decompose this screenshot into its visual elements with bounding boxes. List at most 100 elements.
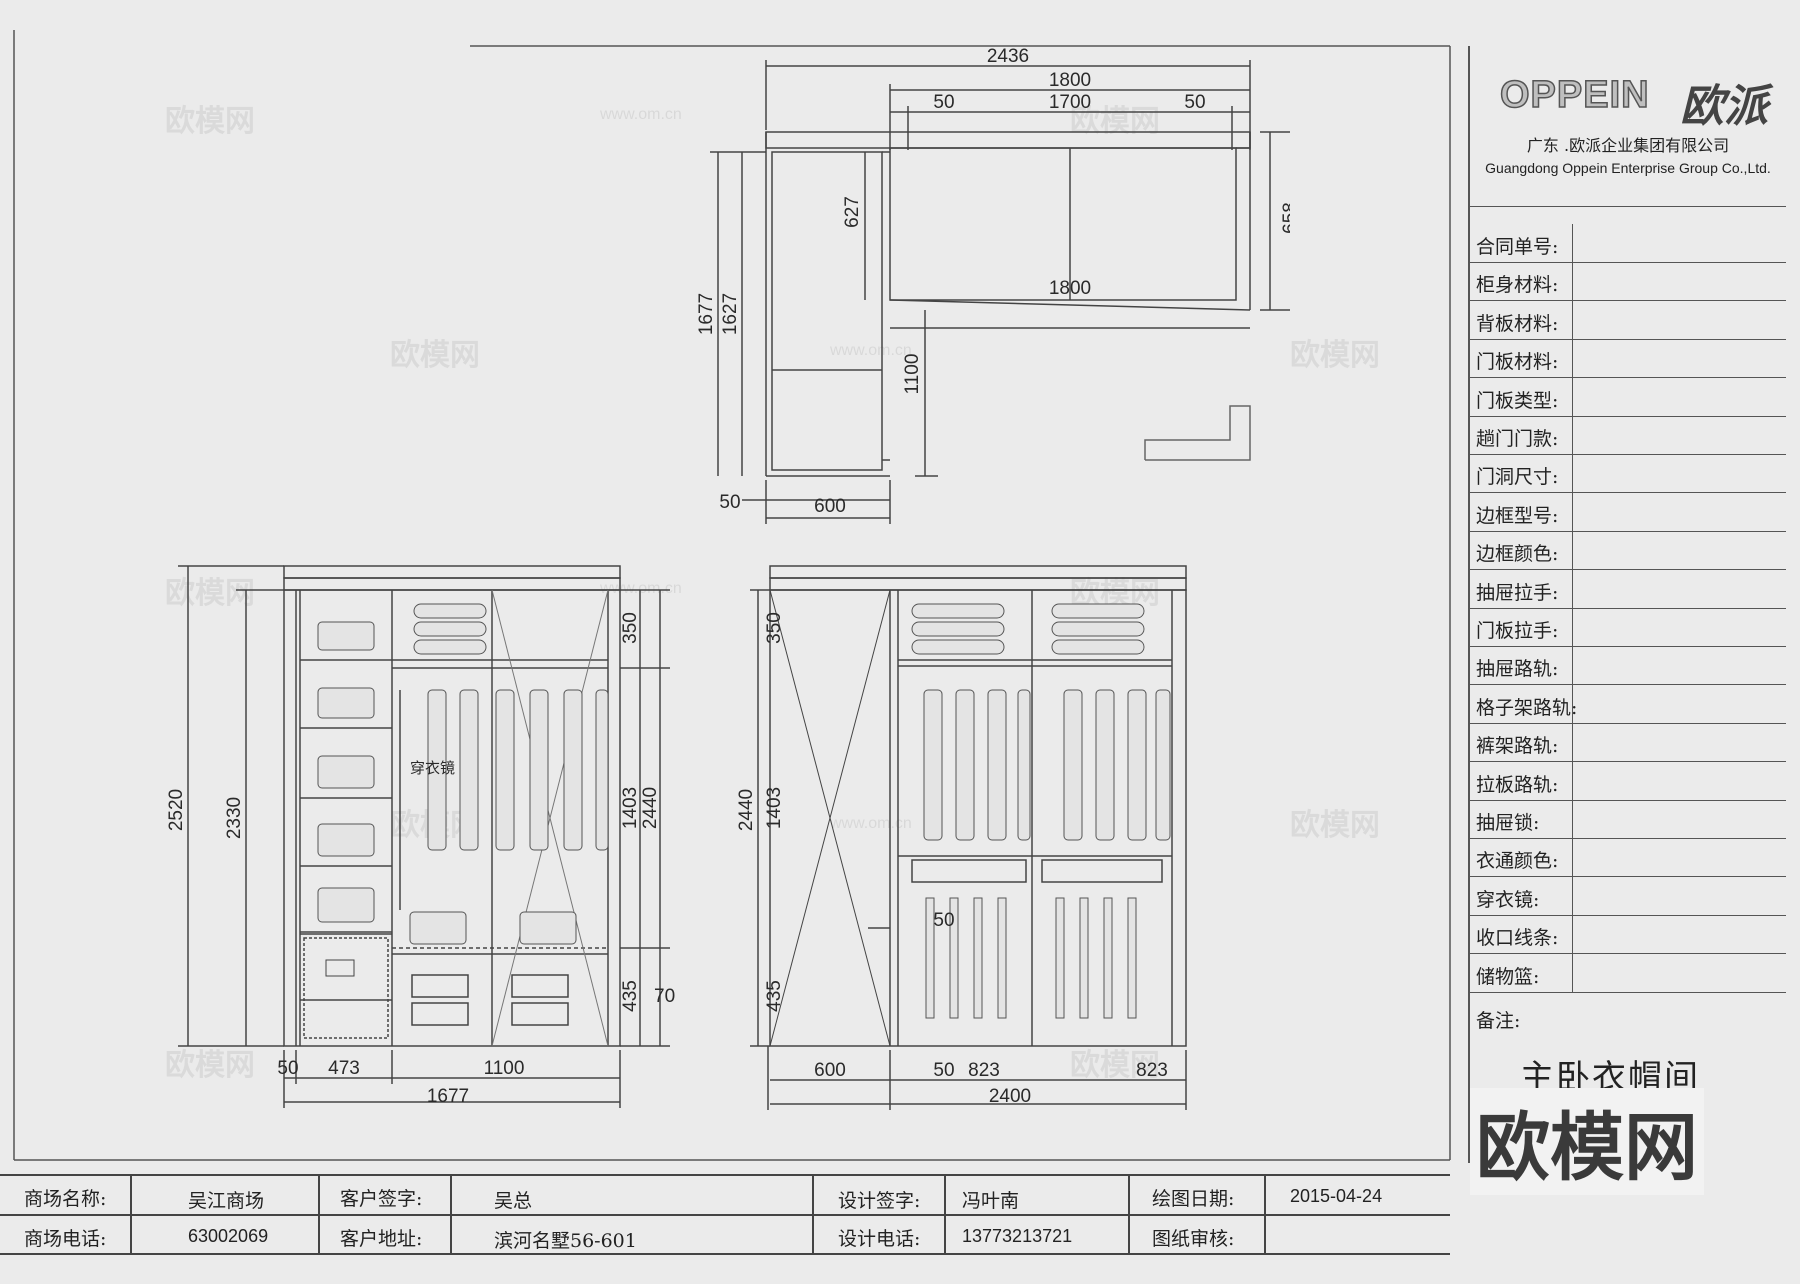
draw-date: 2015-04-24 <box>1290 1186 1383 1206</box>
spec-label: 门洞尺寸: <box>1476 466 1559 489</box>
dim-w823b: 823 <box>1136 1060 1168 1081</box>
watermark: 欧模网 <box>390 338 480 373</box>
spec-label: 柜身材料: <box>1476 274 1559 297</box>
dim-1677: 1677 <box>696 293 717 335</box>
dim-h350: 350 <box>764 612 785 644</box>
dim-w473: 473 <box>328 1058 360 1079</box>
dim-w1677: 1677 <box>427 1086 469 1107</box>
company-logo-block: OPPEIN 欧派 广东 .欧派企业集团有限公司 Guangdong Oppei… <box>1470 46 1786 207</box>
spec-row: 格子架路轨: <box>1470 684 1787 724</box>
dim-bottom-600: 600 <box>814 496 846 517</box>
spec-row: 抽屉路轨: <box>1470 646 1786 686</box>
spec-row: 背板材料: <box>1470 300 1787 340</box>
left-elevation: 穿衣镜 2520 2330 350 1403 2440 435 70 50 47… <box>166 565 675 1108</box>
spec-row: 穿衣镜: <box>1470 876 1787 916</box>
dim-h435: 435 <box>764 980 785 1012</box>
dim-inner: 1700 <box>1049 92 1091 113</box>
spec-row: 抽屉锁: <box>1470 800 1786 839</box>
dim-1800-top: 1800 <box>1049 70 1091 91</box>
dim-w823a: 823 <box>968 1060 1000 1081</box>
dim-1800-bottom: 1800 <box>1049 278 1091 299</box>
spec-row: 门板拉手: <box>1470 608 1786 647</box>
designer-sign: 冯叶南 <box>962 1190 1020 1212</box>
spec-row: 门洞尺寸: <box>1470 454 1786 494</box>
dim-total-width: 2436 <box>987 46 1029 67</box>
dim-h1403: 1403 <box>764 787 785 829</box>
brand-logo: OPPEIN <box>1499 73 1650 117</box>
spec-value-cell <box>1572 300 1787 339</box>
spec-row: 拉板路轨: <box>1470 761 1786 801</box>
dim-h2330: 2330 <box>224 797 245 839</box>
spec-row: 合同单号: <box>1470 224 1786 263</box>
spec-value-cell <box>1572 377 1787 416</box>
spec-value-cell <box>1572 876 1787 915</box>
spec-label: 抽屉拉手: <box>1476 581 1559 604</box>
dim-side-right: 50 <box>1184 92 1205 113</box>
dim-w1100: 1100 <box>484 1058 525 1079</box>
spec-row: 储物篮: <box>1470 953 1787 993</box>
spec-label: 边框型号: <box>1476 504 1559 527</box>
spec-row: 边框颜色: <box>1470 531 1786 571</box>
dim-w2400: 2400 <box>989 1086 1031 1107</box>
remarks-label: 备注: <box>1476 1010 1521 1032</box>
footer-table: 商场名称: 吴江商场 客户签字: 吴总 设计签字: 冯叶南 绘图日期: 2015… <box>0 1174 1800 1255</box>
watermark: 欧模网 <box>165 1048 255 1083</box>
spec-label: 衣通颜色: <box>1476 850 1559 873</box>
watermark: 欧模网 <box>1070 1048 1160 1083</box>
watermark-logo: 欧模网 <box>1470 1088 1704 1195</box>
watermark: 欧模网 <box>1070 104 1160 139</box>
right-elevation: 2440 350 1403 435 50 600 50 823 823 2400 <box>736 565 1187 1110</box>
title-block: OPPEIN 欧派 广东 .欧派企业集团有限公司 Guangdong Oppei… <box>1468 46 1786 1163</box>
dim-w50: 50 <box>277 1058 298 1079</box>
dim-w50: 50 <box>933 1060 954 1081</box>
spec-label: 门板类型: <box>1476 389 1559 412</box>
spec-label: 门板拉手: <box>1476 620 1559 642</box>
client-sign-label: 客户签字: <box>340 1188 423 1210</box>
spec-row: 衣通颜色: <box>1470 838 1786 878</box>
spec-value-cell <box>1572 224 1787 262</box>
spec-label: 背板材料: <box>1476 312 1559 335</box>
spec-label: 收口线条: <box>1476 927 1559 950</box>
company-name-cn: 广东 .欧派企业集团有限公司 <box>1526 136 1730 155</box>
plan-view: 2436 1800 50 1700 50 1800 658 627 1677 1… <box>696 46 1290 524</box>
spec-row: 收口线条: <box>1470 915 1786 955</box>
mirror-label: 穿衣镜 <box>410 759 455 777</box>
spec-label: 门板材料: <box>1476 351 1559 374</box>
company-name-en: Guangdong Oppein Enterprise Group Co.,Lt… <box>1485 160 1771 176</box>
spec-label: 趟门门款: <box>1476 428 1559 450</box>
dim-h435: 435 <box>620 980 641 1012</box>
spec-label: 边框颜色: <box>1476 543 1559 566</box>
spec-value-cell <box>1572 684 1787 723</box>
dim-h2440: 2440 <box>736 789 757 831</box>
dim-h1403: 1403 <box>620 787 641 829</box>
client-addr-label: 客户地址: <box>340 1228 423 1250</box>
dim-bottom-50: 50 <box>719 492 740 513</box>
dim-w600: 600 <box>814 1060 846 1081</box>
watermark: 欧模网 <box>165 576 255 611</box>
dim-1627: 1627 <box>720 293 741 335</box>
mall-phone: 63002069 <box>188 1226 269 1246</box>
spec-value-cell <box>1572 953 1787 992</box>
review-label: 图纸审核: <box>1152 1228 1235 1250</box>
spec-value-cell <box>1572 723 1787 762</box>
dim-h70: 70 <box>654 986 675 1007</box>
spec-row: 边框型号: <box>1470 492 1786 532</box>
mall-name-label: 商场名称: <box>24 1188 107 1210</box>
watermark-url: www.om.cn <box>830 342 912 359</box>
mall-name: 吴江商场 <box>188 1190 265 1212</box>
client-sign: 吴总 <box>494 1190 533 1212</box>
watermark-url: www.om.cn <box>600 106 682 123</box>
designer-phone: 13773213721 <box>962 1226 1073 1246</box>
dim-h2520: 2520 <box>166 789 187 831</box>
spec-row: 门板材料: <box>1470 339 1786 379</box>
spec-label: 储物篮: <box>1476 965 1540 988</box>
dim-1100: 1100 <box>902 354 923 395</box>
client-addr: 滨河名墅56-601 <box>494 1230 637 1252</box>
watermark-url: www.om.cn <box>830 815 912 832</box>
designer-phone-label: 设计电话: <box>838 1228 921 1250</box>
draw-date-label: 绘图日期: <box>1152 1188 1235 1210</box>
dim-depth-658: 658 <box>1280 202 1290 234</box>
spec-value-cell <box>1572 608 1787 646</box>
dim-h350: 350 <box>620 612 641 644</box>
